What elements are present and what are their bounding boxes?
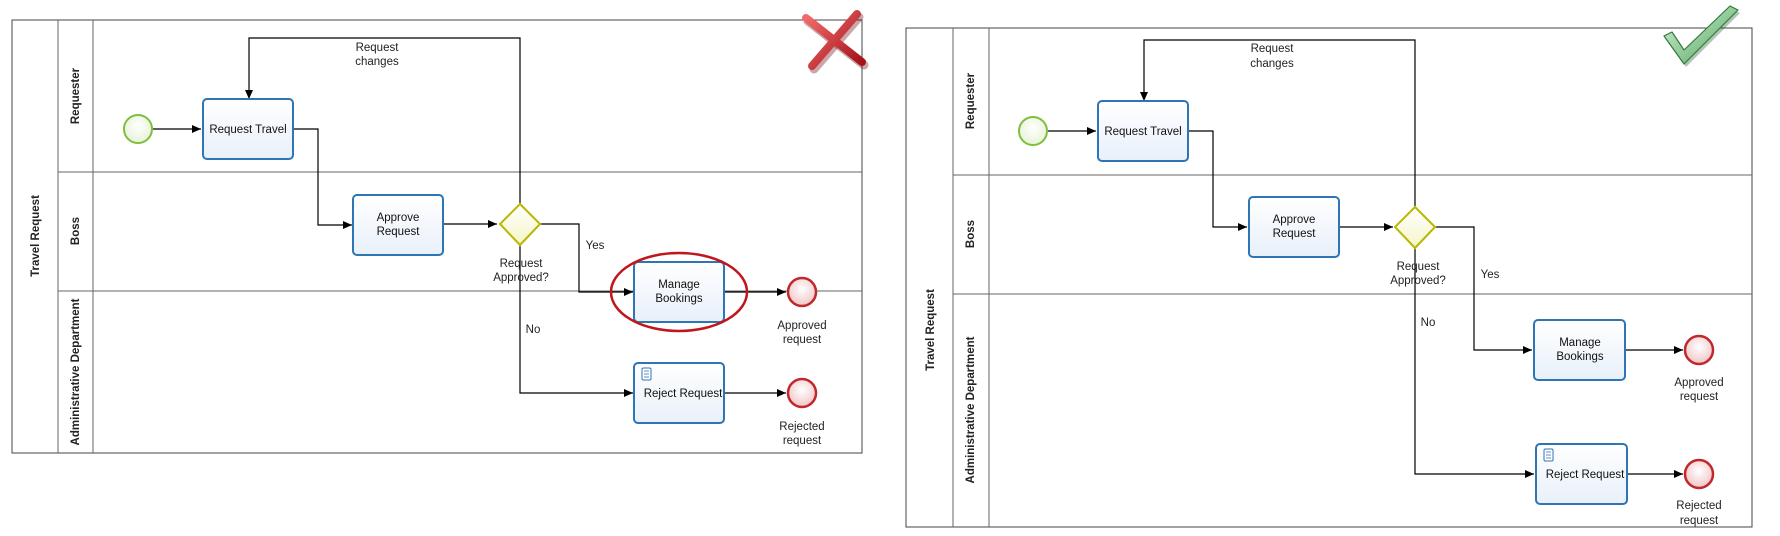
task-label: Reject Request bbox=[644, 388, 723, 400]
end-event-label: Rejected bbox=[779, 421, 824, 433]
start-event bbox=[123, 114, 153, 144]
task-request-travel: Request Travel bbox=[1097, 100, 1189, 162]
end-event-approved bbox=[1683, 334, 1715, 366]
task-reject-request: Reject Request bbox=[633, 362, 725, 424]
end-event-label: request bbox=[783, 334, 822, 346]
sequence-flow-request-changes bbox=[1140, 39, 1416, 207]
flow-label-request-changes: changes bbox=[355, 56, 399, 68]
sequence-flow-yes bbox=[1435, 226, 1532, 354]
task-label: Bookings bbox=[655, 293, 703, 305]
lane-label-requester: Requester bbox=[70, 67, 82, 124]
flow-label-yes: Yes bbox=[1481, 269, 1500, 281]
sequence-flow bbox=[293, 128, 352, 229]
pool bbox=[905, 27, 1753, 528]
cross-mark-icon bbox=[802, 10, 869, 74]
flow-label-request-changes: changes bbox=[1250, 58, 1294, 70]
task-label: Manage bbox=[658, 279, 700, 291]
flow-label-no: No bbox=[1421, 317, 1436, 329]
gateway-label: Approved? bbox=[493, 272, 549, 284]
task-approve-request: Approve Request bbox=[1248, 196, 1340, 258]
sequence-flow-yes bbox=[540, 223, 633, 296]
script-icon bbox=[641, 367, 652, 381]
sequence-flow-no bbox=[519, 245, 633, 397]
right-diagram: Travel Request Requester Boss Administra… bbox=[905, 5, 1753, 528]
sequence-flow-no bbox=[1414, 248, 1534, 478]
exclusive-gateway: Request Approved? bbox=[493, 202, 549, 284]
pool-label: Travel Request bbox=[925, 289, 937, 371]
script-icon bbox=[1543, 448, 1554, 462]
task-label: Manage bbox=[1559, 337, 1601, 349]
task-label: Request bbox=[377, 226, 421, 238]
sequence-flow-request-changes bbox=[245, 37, 521, 204]
gateway-label: Request bbox=[500, 258, 544, 270]
pool-label: Travel Request bbox=[30, 195, 42, 277]
task-label: Request bbox=[1273, 228, 1317, 240]
gateway-label: Approved? bbox=[1390, 275, 1446, 287]
flow-label-no: No bbox=[526, 324, 541, 336]
end-event-label: Approved bbox=[1674, 377, 1723, 389]
end-event-label: request bbox=[1680, 391, 1719, 403]
left-diagram: Travel Request Requester Boss Administra… bbox=[11, 10, 869, 454]
task-approve-request: Approve Request bbox=[352, 194, 444, 256]
lane-label-requester: Requester bbox=[965, 72, 977, 129]
error-highlight-ellipse bbox=[609, 251, 749, 333]
task-label: Request Travel bbox=[1104, 126, 1181, 138]
exclusive-gateway: Request Approved? bbox=[1390, 205, 1446, 287]
start-event bbox=[1018, 116, 1048, 146]
lane-label-boss: Boss bbox=[70, 217, 82, 245]
flow-label-yes: Yes bbox=[586, 240, 605, 252]
end-event-label: Rejected bbox=[1676, 500, 1721, 512]
pool bbox=[11, 19, 863, 454]
end-event-rejected bbox=[1683, 458, 1715, 490]
lane-label-admin: Administrative Department bbox=[70, 298, 82, 445]
end-event-approved bbox=[786, 276, 818, 308]
end-event-label: request bbox=[783, 435, 822, 447]
end-event-label: request bbox=[1680, 515, 1719, 527]
end-event-label: Approved bbox=[777, 320, 826, 332]
task-label: Request Travel bbox=[209, 124, 286, 136]
task-label: Approve bbox=[377, 212, 420, 224]
lane-label-admin: Administrative Department bbox=[965, 336, 977, 483]
sequence-flow bbox=[1188, 130, 1247, 231]
task-manage-bookings: Manage Bookings bbox=[633, 261, 725, 323]
flow-label-request-changes: Request bbox=[356, 42, 400, 54]
lane-label-boss: Boss bbox=[965, 220, 977, 248]
gateway-label: Request bbox=[1397, 261, 1441, 273]
task-manage-bookings: Manage Bookings bbox=[1533, 319, 1626, 381]
task-label: Approve bbox=[1273, 214, 1316, 226]
task-label: Reject Request bbox=[1546, 469, 1625, 481]
task-label: Bookings bbox=[1556, 351, 1604, 363]
end-event-rejected bbox=[786, 377, 818, 409]
check-mark-icon bbox=[1663, 5, 1740, 67]
flow-label-request-changes: Request bbox=[1251, 43, 1295, 55]
task-request-travel: Request Travel bbox=[202, 98, 294, 160]
task-reject-request: Reject Request bbox=[1535, 443, 1628, 505]
